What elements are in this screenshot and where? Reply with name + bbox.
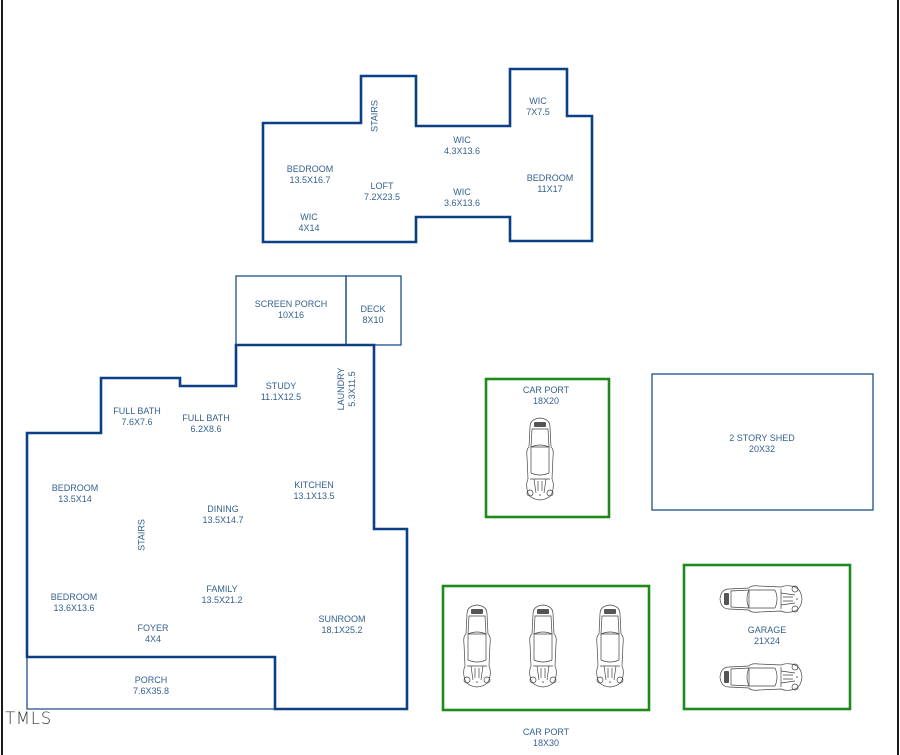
page-border-right: [897, 0, 899, 755]
garage-outline: [682, 563, 852, 711]
car-icon: [526, 417, 554, 501]
car-icon: [719, 663, 803, 691]
car-icon: [719, 585, 803, 613]
carport-small-outline: [484, 377, 611, 519]
carport-large-outline: [441, 584, 651, 712]
shed-outline: [651, 373, 874, 511]
page-border-left: [1, 0, 3, 755]
car-icon: [529, 604, 557, 688]
room-label-stairs-upper: STAIRS: [369, 100, 380, 132]
car-icon: [596, 604, 624, 688]
main-floor-outline: [25, 343, 409, 711]
room-label-stairs-main: STAIRS: [136, 519, 147, 551]
upper-floor-outline: [261, 67, 594, 244]
porch-outline: [26, 657, 275, 710]
car-icon: [463, 604, 491, 688]
mls-watermark: TMLS: [5, 709, 53, 729]
